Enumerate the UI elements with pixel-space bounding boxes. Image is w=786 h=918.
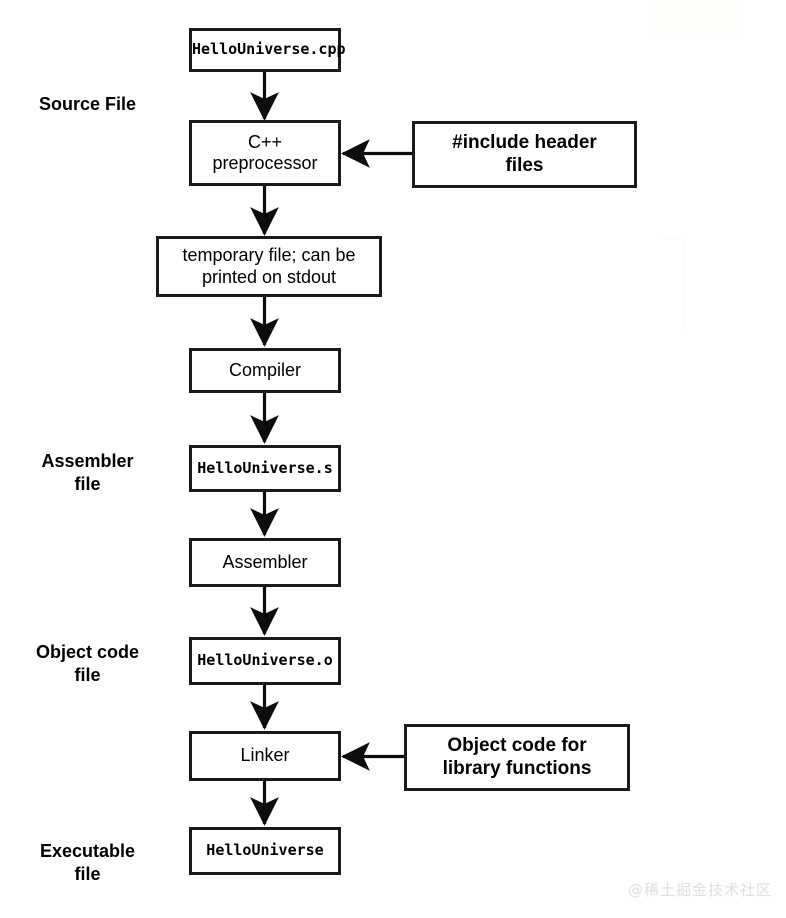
node-temporary-file[interactable]: temporary file; can be printed on stdout — [156, 236, 382, 297]
node-compiler[interactable]: Compiler — [189, 348, 341, 393]
node-hellouniverse-s-label: HelloUniverse.s — [197, 458, 333, 477]
node-assembler-label: Assembler — [222, 551, 308, 572]
node-hellouniverse-cpp[interactable]: HelloUniverse.cpp — [189, 28, 346, 72]
node-cpp-preprocessor[interactable]: C++ preprocessor — [189, 120, 341, 186]
node-hellouniverse-o[interactable]: HelloUniverse.o — [189, 637, 341, 685]
node-linker[interactable]: Linker — [189, 731, 341, 781]
node-object-code-library[interactable]: Object code for library functions — [404, 724, 630, 791]
node-hellouniverse-exe-label: HelloUniverse — [206, 841, 324, 860]
stage-label-executable-file: Executable file — [39, 841, 136, 885]
node-hellouniverse-exe[interactable]: HelloUniverse — [189, 827, 341, 875]
node-object-code-library-label: Object code for library functions — [442, 735, 592, 779]
node-hellouniverse-s[interactable]: HelloUniverse.s — [189, 445, 341, 492]
background-artifact-top — [648, 6, 744, 40]
node-include-header-files[interactable]: #include header files — [412, 121, 637, 188]
node-linker-label: Linker — [240, 745, 290, 766]
node-temporary-file-label: temporary file; can be printed on stdout — [182, 245, 356, 287]
node-cpp-preprocessor-label: C++ preprocessor — [212, 131, 318, 173]
stage-label-assembler-file: Assembler file — [41, 451, 134, 495]
background-artifact-mid — [660, 238, 686, 330]
stage-label-object-code-file: Object code file — [35, 642, 140, 686]
node-compiler-label: Compiler — [228, 359, 302, 380]
node-include-header-files-label: #include header files — [452, 132, 597, 176]
node-hellouniverse-cpp-label: HelloUniverse.cpp — [192, 40, 346, 59]
node-assembler[interactable]: Assembler — [189, 538, 341, 587]
watermark: @稀土掘金技术社区 — [627, 881, 772, 899]
stage-label-source-file: Source File — [38, 94, 137, 114]
node-hellouniverse-o-label: HelloUniverse.o — [197, 651, 333, 670]
